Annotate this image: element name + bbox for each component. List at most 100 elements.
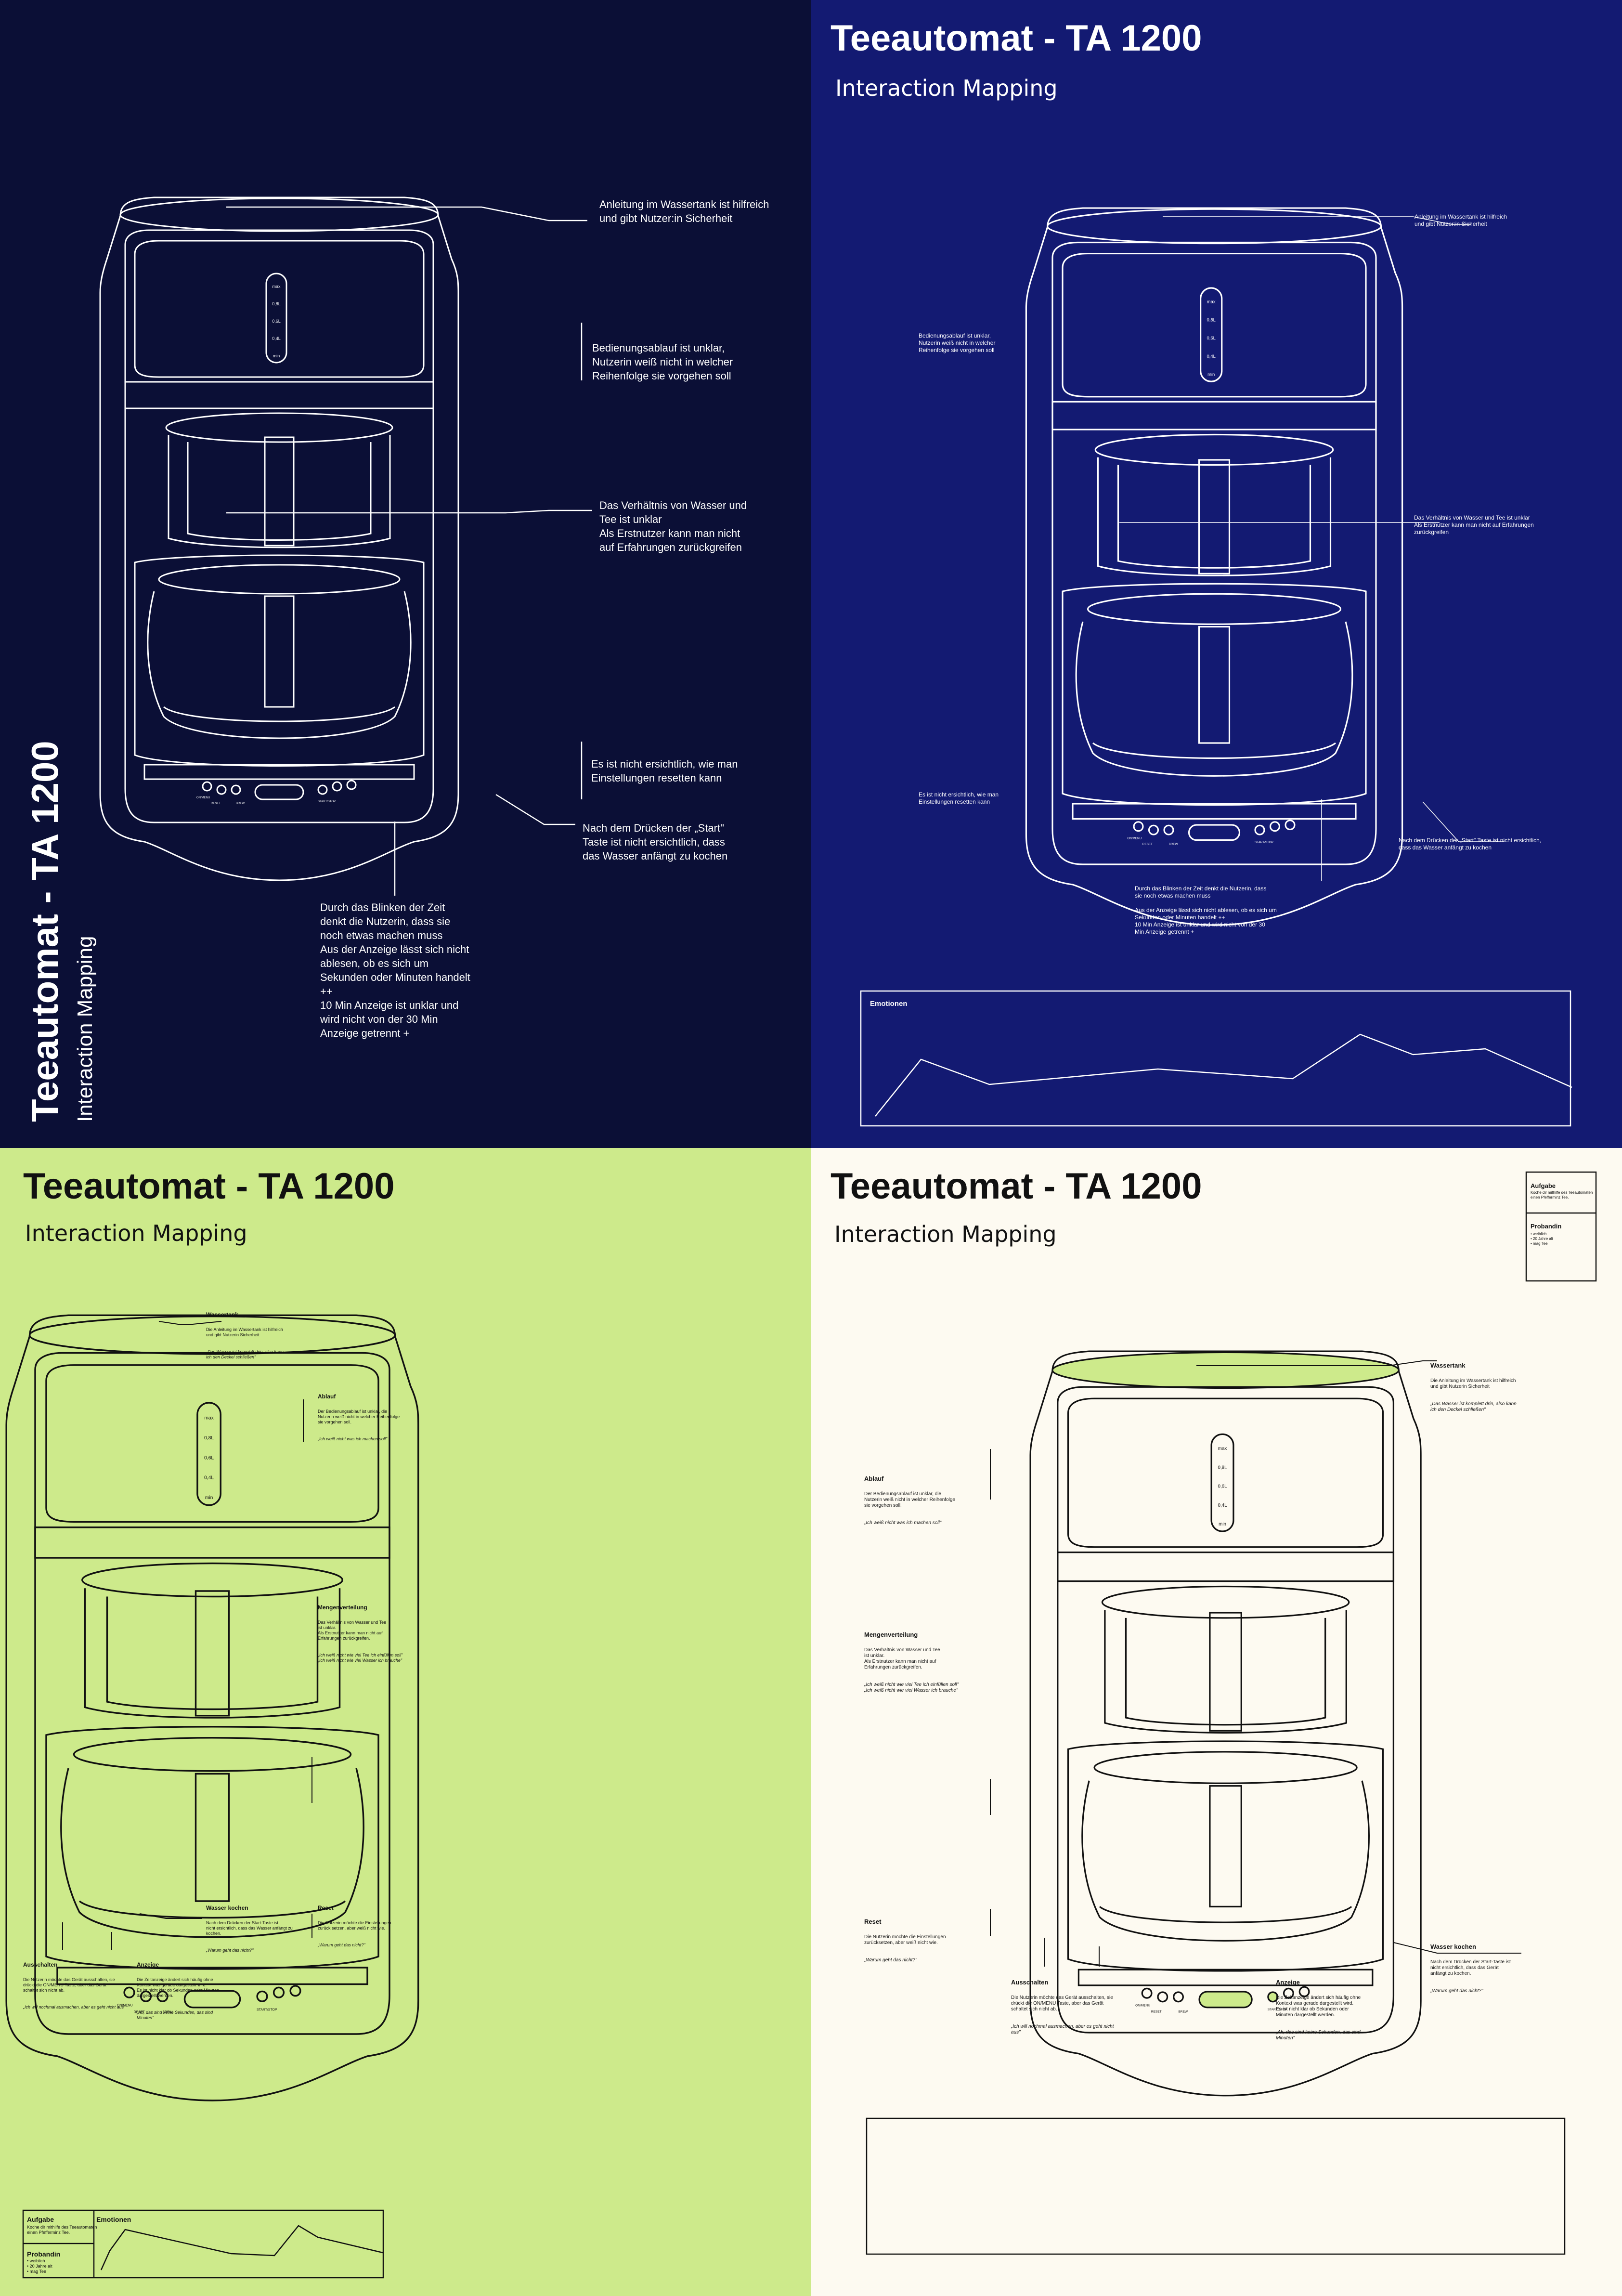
annotation-anzeige: Durch das Blinken der Zeit denkt die Nut…	[320, 901, 470, 1039]
jug-lid	[158, 564, 401, 595]
machine-outer-body	[5, 1314, 419, 2101]
jug-lid	[1093, 1751, 1358, 1784]
page-subtitle: Interaction Mapping	[834, 1221, 1057, 1247]
control-button-left	[1163, 824, 1174, 835]
annotation-menge: Das Verhältnis von Wasser und Tee ist un…	[599, 499, 747, 553]
participant-text: • weiblich • 20 Jahre alt • mag Tee	[1531, 1232, 1553, 1246]
annotation-ablauf: Bedienungsablauf ist unklar, Nutzerin we…	[919, 332, 996, 353]
gauge-label: 0,6L	[1218, 1484, 1228, 1489]
note-ablauf-text: Der Bedienungsablauf ist unklar, die Nut…	[864, 1491, 955, 1508]
note-menge-text: Das Verhältnis von Wasser und Tee ist un…	[318, 1620, 387, 1641]
panel3-background	[0, 1148, 811, 2296]
task-box-frame	[1525, 1171, 1597, 1282]
control-button-left	[1148, 824, 1159, 835]
page-subtitle-vertical: Interaction Mapping	[73, 936, 97, 1122]
note-menge-head: Mengenverteilung	[318, 1604, 367, 1611]
water-tank	[1062, 253, 1367, 398]
note-wassertank-quote: „Das Wasser ist komplett drin, also kann…	[206, 1349, 284, 1359]
annotation-menge: Das Verhältnis von Wasser und Tee ist un…	[1414, 514, 1534, 535]
annotation-ablauf: Bedienungsablauf ist unklar, Nutzerin we…	[592, 342, 733, 382]
note-wassertank-text: Die Anleitung im Wassertank ist hilfreic…	[1430, 1378, 1516, 1389]
note-anzeige: Anzeige Die Zeitanzeige ändert sich häuf…	[1276, 1970, 1396, 2050]
note-kochen-quote: „Warum geht das nicht?"	[206, 1948, 254, 1953]
note-ablauf-head: Ablauf	[318, 1393, 336, 1400]
note-wassertank: Wassertank Die Anleitung im Wassertank i…	[206, 1302, 322, 1369]
note-wassertank-quote: „Das Wasser ist komplett drin, also kann…	[1430, 1401, 1517, 1412]
note-kochen: Wasser kochen Nach dem Drücken der Start…	[206, 1895, 322, 1962]
jug-handle-rod	[1209, 1785, 1242, 1908]
machine-outer-body	[1029, 1350, 1422, 2097]
page-title: Teeautomat - TA 1200	[830, 1166, 1202, 1207]
time-display	[254, 784, 304, 800]
time-display	[1188, 824, 1241, 841]
note-ausschalten: Ausschalten Die Nutzerin möchte das Gerä…	[23, 1952, 143, 2019]
gauge-label: 0,6L	[204, 1455, 214, 1461]
leader-kochen	[1393, 1942, 1521, 1954]
control-button-left	[231, 784, 241, 795]
machine-inner-frame	[1057, 1386, 1395, 2034]
tea-basket-body	[168, 435, 391, 548]
machine-outer-body	[1025, 207, 1403, 926]
middle-band	[1051, 401, 1377, 430]
control-button-left	[1133, 821, 1144, 832]
note-anzeige-text: Die Zeitanzeige ändert sich häufig ohne …	[137, 1977, 220, 1998]
control-button-label: RESET	[1142, 843, 1153, 846]
note-ablauf: Ablauf Der Bedienungsablauf ist unklar, …	[318, 1384, 433, 1450]
note-wassertank-head: Wassertank	[1430, 1362, 1466, 1369]
gauge-label: 0,4L	[204, 1475, 214, 1481]
water-gauge	[1210, 1433, 1234, 1532]
tea-basket-rod	[195, 1590, 230, 1717]
tea-basket-rim	[81, 1562, 343, 1598]
annotation-kochen: Nach dem Drücken der „Start" Taste ist n…	[1399, 837, 1542, 851]
middle-band	[34, 1526, 390, 1559]
tea-basket-body	[84, 1588, 341, 1719]
note-anzeige-text: Die Zeitanzeige ändert sich häufig ohne …	[1276, 1995, 1361, 2018]
note-ablauf-quote: „Ich weiß nicht was ich machen soll"	[864, 1520, 942, 1526]
note-ausschalten-head: Ausschalten	[1011, 1979, 1049, 1986]
control-button-label: START/STOP	[1268, 2008, 1287, 2011]
leader-wassertank	[1163, 216, 1471, 225]
leader-kochen	[495, 794, 575, 825]
control-button-right	[256, 1990, 268, 2002]
gauge-label: max	[1207, 300, 1216, 305]
note-reset-head: Reset	[318, 1905, 334, 1911]
control-button-left	[202, 781, 212, 792]
middle-band	[124, 381, 434, 409]
note-kochen-quote: „Warum geht das nicht?"	[1430, 1988, 1483, 1994]
note-kochen-text: Nach dem Drücken der Start-Taste ist nic…	[206, 1920, 293, 1936]
gauge-label: max	[1218, 1446, 1227, 1451]
control-button-right	[317, 784, 328, 795]
jug-handle-rod	[195, 1773, 230, 1902]
gauge-label: min	[1219, 1522, 1226, 1527]
annotation-reset: Es ist nicht ersichtlich, wie man Einste…	[919, 791, 999, 805]
emotion-chart-label: Emotionen	[96, 2216, 131, 2223]
tea-basket-rim	[1101, 1585, 1350, 1619]
tea-basket-rim	[165, 412, 393, 443]
emotion-curve	[875, 1033, 1572, 1117]
control-button-label: ON/MENU	[196, 796, 210, 799]
control-button-label: BREW	[236, 802, 245, 805]
gauge-label: min	[205, 1495, 213, 1500]
gauge-label: 0,6L	[272, 319, 281, 324]
tea-basket-rod	[264, 436, 295, 547]
jug-lid	[73, 1737, 352, 1772]
control-button-label: ON/MENU	[1135, 2004, 1150, 2008]
control-button-right	[346, 780, 357, 790]
participant-text: • weiblich • 20 Jahre alt • mag Tee	[27, 2258, 52, 2274]
control-button-label: RESET	[1151, 2010, 1162, 2014]
leader-menge	[226, 509, 592, 514]
jug-handle-rod	[1198, 626, 1231, 744]
note-reset-quote: „Warum geht das nicht?"	[318, 1943, 365, 1947]
control-button-right	[289, 1985, 301, 1997]
machine-inner-frame	[124, 229, 434, 823]
gauge-label: min	[1207, 372, 1215, 378]
note-reset: Reset Die Nutzerin möchte die Einstellun…	[318, 1895, 433, 1957]
page-title: Teeautomat - TA 1200	[830, 18, 1202, 59]
note-menge-quote: „Ich weiß nicht wie viel Tee ich einfüll…	[864, 1682, 959, 1693]
tea-basket-rod	[1209, 1612, 1242, 1732]
